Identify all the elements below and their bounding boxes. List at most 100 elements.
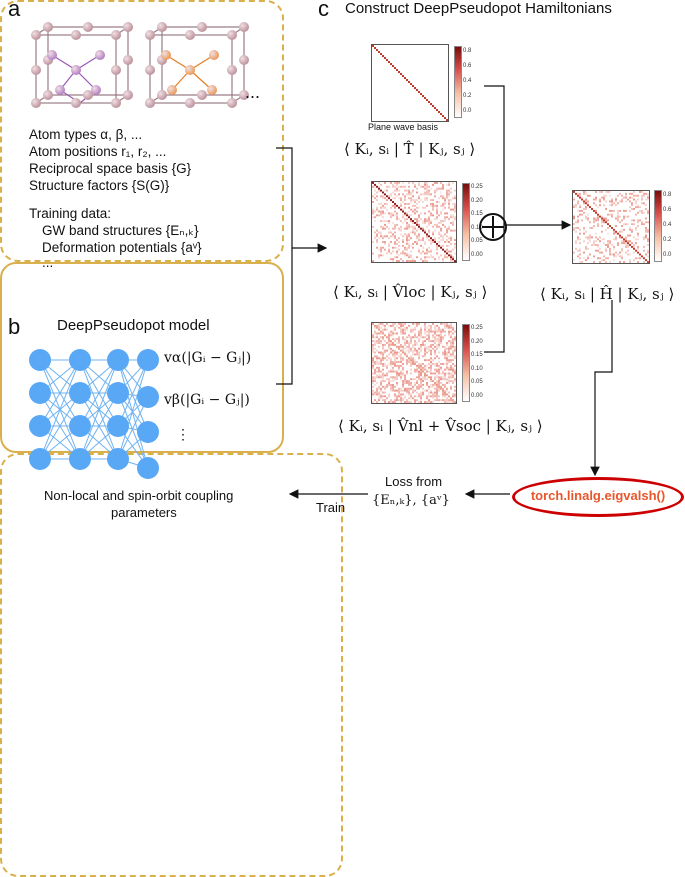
panel-label-a: a [8, 0, 21, 21]
atom [227, 30, 237, 40]
colorbar-tick: 0.00 [471, 393, 483, 399]
network-node [29, 382, 51, 404]
atom [31, 30, 41, 40]
atom [111, 98, 121, 108]
atom [239, 55, 249, 65]
atom [43, 90, 53, 100]
atom [145, 30, 155, 40]
atom [43, 55, 53, 65]
model-caption-line1: Non-local and spin-orbit coupling [44, 488, 234, 503]
colorbar-local [462, 183, 470, 261]
colorbar-tick: 0.6 [463, 63, 472, 69]
atom-types: Atom types α, β, ... [29, 127, 143, 142]
eigvalsh-oval: torch.linalg.eigvalsh() [512, 477, 684, 517]
colorbar-tick: 0.4 [663, 222, 672, 228]
atom [111, 30, 121, 40]
colorbar-tick: 0.2 [463, 93, 472, 99]
atom [55, 85, 65, 95]
colorbar-tick: 0.0 [663, 252, 672, 258]
training-data-heading: Training data: [29, 206, 112, 221]
atom [123, 22, 133, 32]
colorbar-tick: 0.4 [463, 78, 472, 84]
train-label: Train [316, 500, 346, 515]
colorbar-tick: 0.05 [471, 379, 483, 386]
atom [209, 50, 219, 60]
model-caption-line2: parameters [111, 505, 177, 520]
atom [71, 98, 81, 108]
atom [239, 22, 249, 32]
atom [227, 65, 237, 75]
eq-hamiltonian: ⟨ Kᵢ, sᵢ | Ĥ | Kⱼ, sⱼ ⟩ [540, 285, 675, 303]
atom [47, 50, 57, 60]
network-node [29, 448, 51, 470]
arrow-H-to-eig [590, 300, 613, 477]
eq-kinetic: ⟨ Kᵢ, sᵢ | T̂ | Kⱼ, sⱼ ⟩ [344, 140, 476, 158]
eq-nonlocal-soc: ⟨ Kᵢ, sᵢ | V̂nl + V̂soc | Kⱼ, sⱼ ⟩ [338, 417, 543, 435]
network-node [69, 382, 91, 404]
colorbar-nonlocal [462, 324, 470, 402]
network-node [107, 448, 129, 470]
direct-sum-symbol [479, 213, 507, 241]
atom [123, 55, 133, 65]
arrow-b-to-c [276, 248, 293, 385]
atom [157, 22, 167, 32]
network-node [107, 415, 129, 437]
atom [157, 90, 167, 100]
atom [145, 65, 155, 75]
atom [161, 50, 171, 60]
colorbar-tick: 0.8 [463, 48, 472, 54]
colorbar-tick: 0.6 [663, 207, 672, 213]
outputs-dots: ⋮ [176, 426, 190, 442]
colorbar-tick: 0.00 [471, 252, 483, 258]
atom [239, 90, 249, 100]
atom [185, 65, 195, 75]
structures-ellipsis: ... [245, 82, 261, 102]
network-node [29, 349, 51, 371]
colorbar-tick: 0.25 [471, 325, 483, 331]
plane-wave-basis-label: Plane wave basis [368, 122, 439, 132]
atom [227, 98, 237, 108]
atom [197, 90, 207, 100]
arrow-a-to-c [276, 147, 328, 253]
network-node [69, 448, 91, 470]
atom-positions: Atom positions r₁, r₂, ... [29, 144, 167, 159]
colorbar-tick: 0.20 [471, 197, 483, 204]
panel-a-inputs [0, 0, 284, 262]
network-node [137, 457, 159, 479]
colorbar-tick: 0.20 [471, 338, 483, 345]
colorbar-tick: 0.10 [471, 365, 483, 372]
colorbar-tick: 0.15 [471, 352, 483, 359]
colorbar-kinetic [454, 46, 462, 118]
network-node [137, 349, 159, 371]
atom [145, 98, 155, 108]
loss-label: Loss from [385, 474, 443, 489]
atom [157, 55, 167, 65]
kinetic-matrix [371, 44, 449, 122]
nonlocal-matrix [371, 322, 457, 404]
atom [167, 85, 177, 95]
panel-b-title: DeepPseudopot model [57, 317, 210, 334]
colorbar-tick: 0.05 [471, 238, 483, 245]
colorbar-tick: 0.0 [463, 108, 472, 114]
colorbar-hamiltonian [654, 190, 662, 262]
network-node [29, 415, 51, 437]
network-node [69, 415, 91, 437]
colorbar-tick: 0.10 [471, 224, 483, 231]
colorbar-tick: 0.2 [663, 237, 672, 243]
network-node [69, 349, 91, 371]
atom [43, 22, 53, 32]
atom [71, 30, 81, 40]
eq-local-potential: ⟨ Kᵢ, sᵢ | V̂loc | Kⱼ, sⱼ ⟩ [333, 283, 488, 301]
network-node [137, 386, 159, 408]
atom [95, 50, 105, 60]
deformation-potentials: Deformation potentials {aᵛ} [42, 240, 202, 255]
atom [71, 65, 81, 75]
colorbar-tick: 0.8 [663, 192, 672, 198]
panel-label-b: b [8, 314, 21, 339]
training-ellipsis: ... [42, 255, 54, 270]
gw-band-structures: GW band structures {Eₙ,ₖ} [42, 223, 199, 238]
atom [83, 90, 93, 100]
atom [123, 90, 133, 100]
network-node [107, 349, 129, 371]
atom [83, 22, 93, 32]
